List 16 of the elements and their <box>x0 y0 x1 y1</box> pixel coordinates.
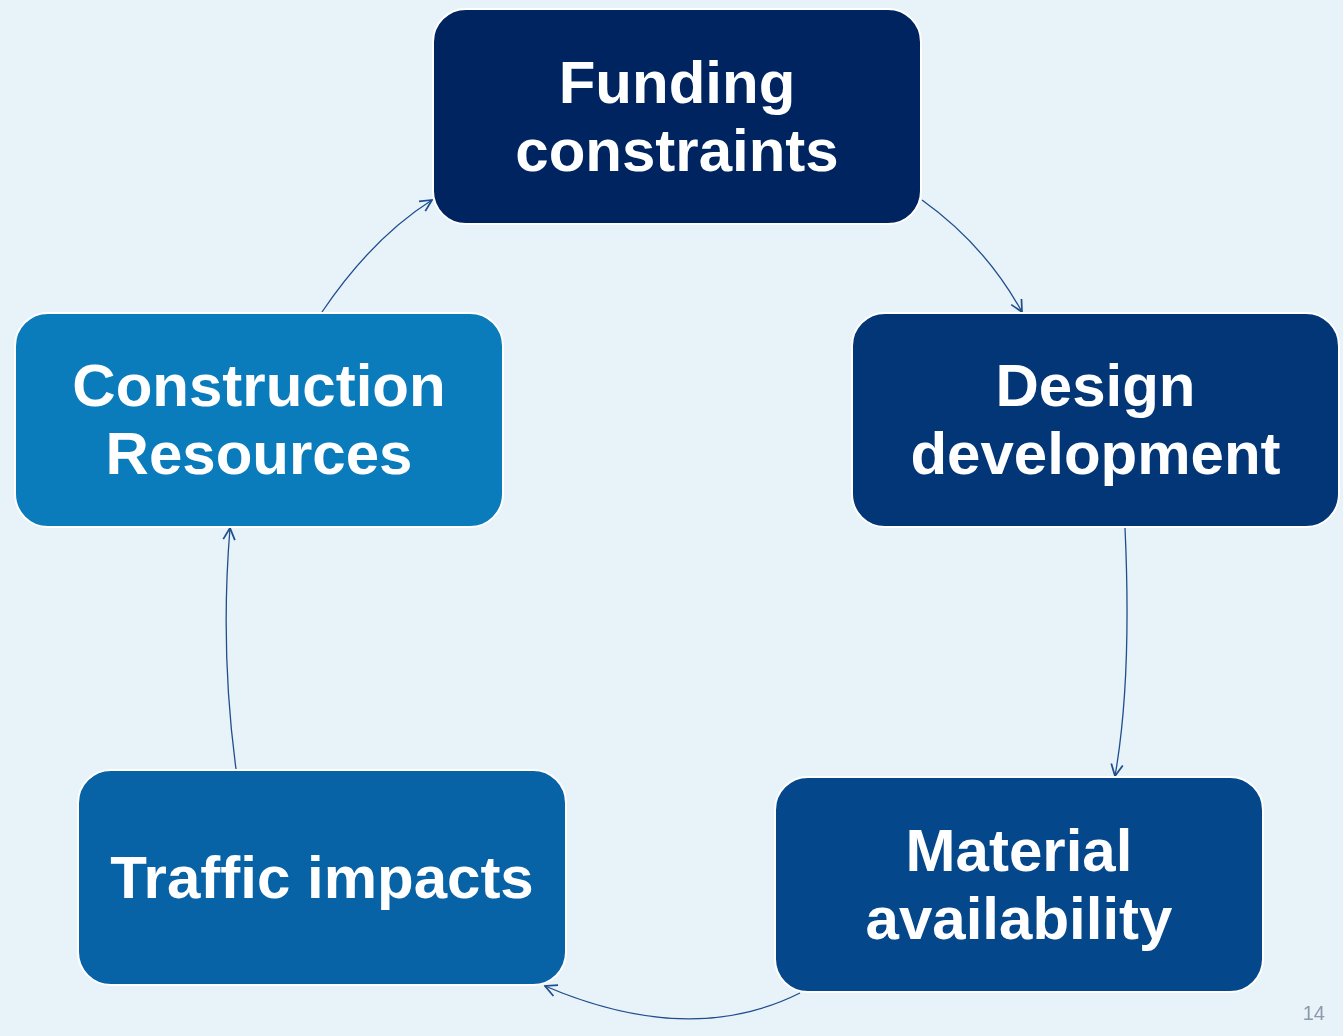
arrow <box>544 984 801 1020</box>
arrow <box>921 199 1023 313</box>
box-title: Construction Resources <box>71 352 447 488</box>
arrow <box>222 527 237 770</box>
process-box <box>77 769 567 986</box>
box-title: Design development <box>909 352 1282 488</box>
process-box <box>432 8 922 225</box>
process-box <box>14 312 504 528</box>
arrow <box>1110 527 1128 777</box>
process-box <box>851 312 1340 528</box>
box-title: Material availability <box>864 816 1174 953</box>
page-number: 14 <box>1302 1001 1325 1026</box>
arrow <box>321 199 433 313</box>
box-title: Funding constraints <box>514 48 840 185</box>
process-box <box>774 776 1264 993</box>
box-title: Traffic impacts <box>110 843 534 912</box>
